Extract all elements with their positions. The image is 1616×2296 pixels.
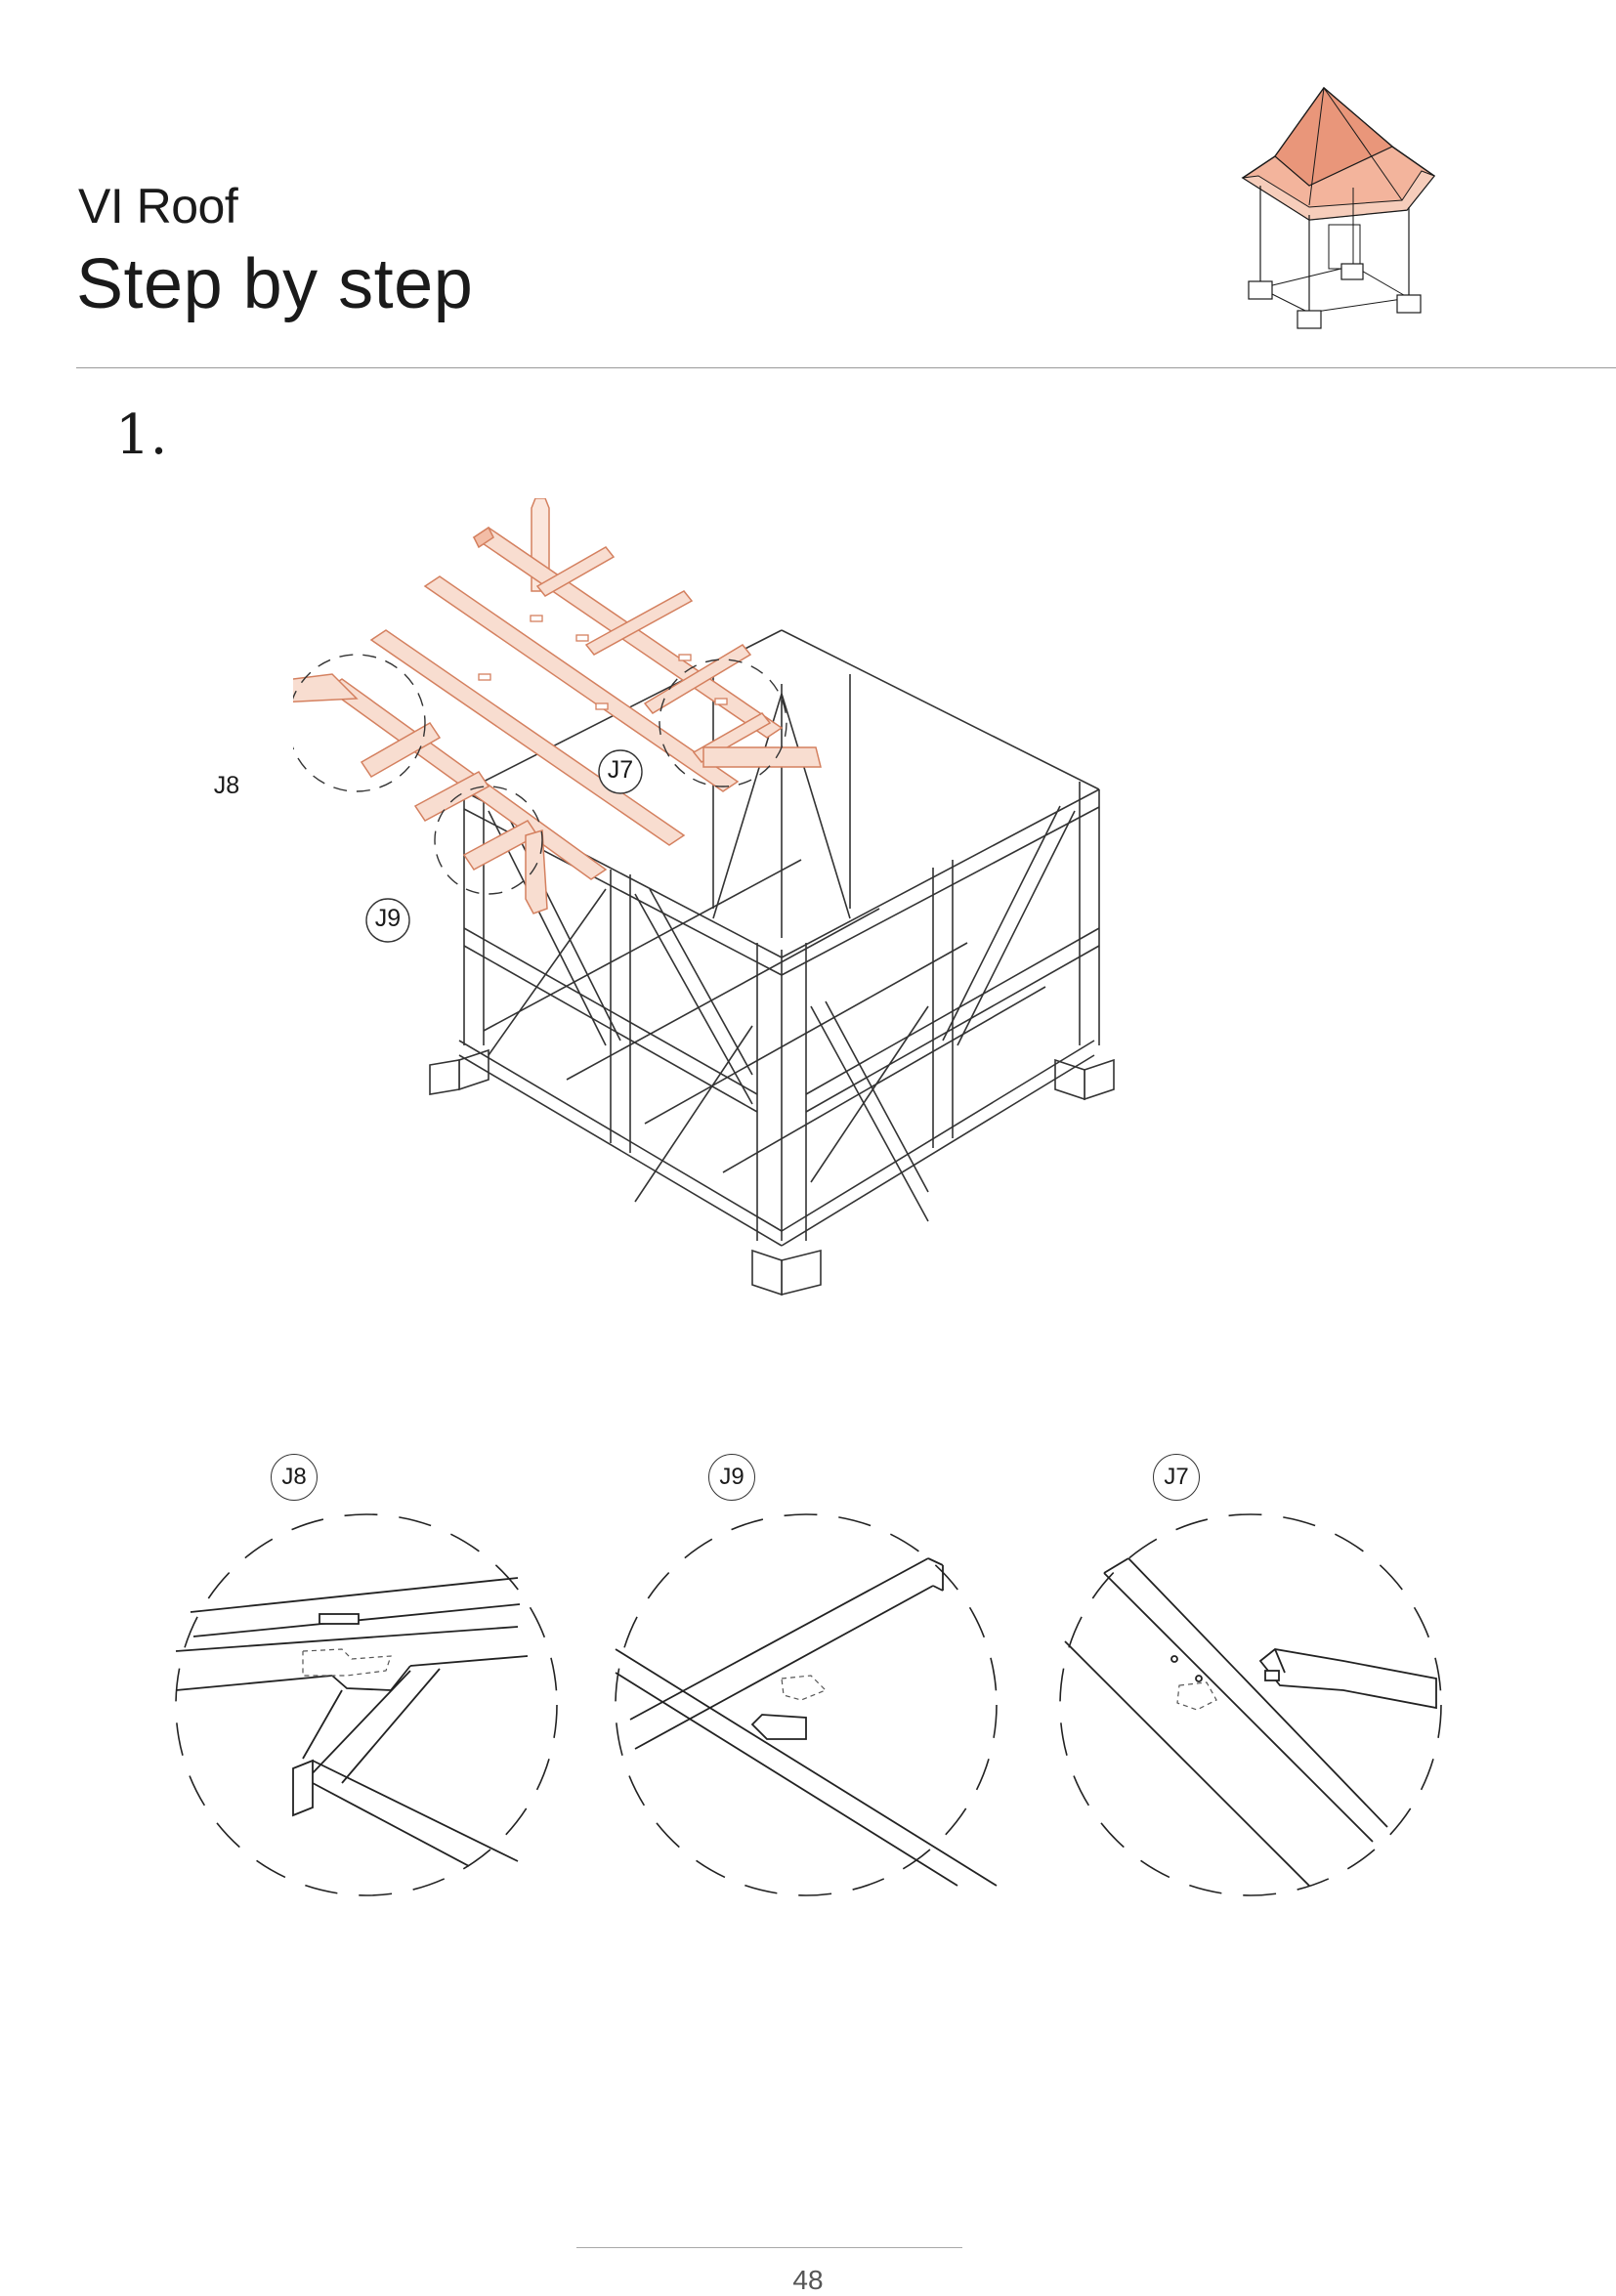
roof-thumbnail-illustration (1241, 86, 1436, 329)
page-subtitle: Step by step (76, 245, 474, 323)
detail-label-j7: J7 (1153, 1454, 1200, 1501)
detail-label-j9: J9 (708, 1454, 755, 1501)
callout-j8: J8 (213, 772, 240, 799)
detail-label-j8: J8 (271, 1454, 318, 1501)
page-number: 48 (792, 2265, 824, 2295)
callout-j9: J9 (374, 905, 402, 932)
step-number: 1. (115, 404, 168, 467)
section-title: VI Roof (78, 179, 238, 234)
callout-j7: J7 (607, 756, 634, 784)
joint-detail-j7-illustration (1059, 1513, 1442, 1896)
header-divider (76, 367, 1616, 368)
joint-detail-j8-illustration (175, 1513, 558, 1896)
joint-detail-j9-illustration (615, 1513, 998, 1896)
footer-divider (576, 2247, 962, 2248)
roof-assembly-illustration (293, 498, 1115, 1297)
